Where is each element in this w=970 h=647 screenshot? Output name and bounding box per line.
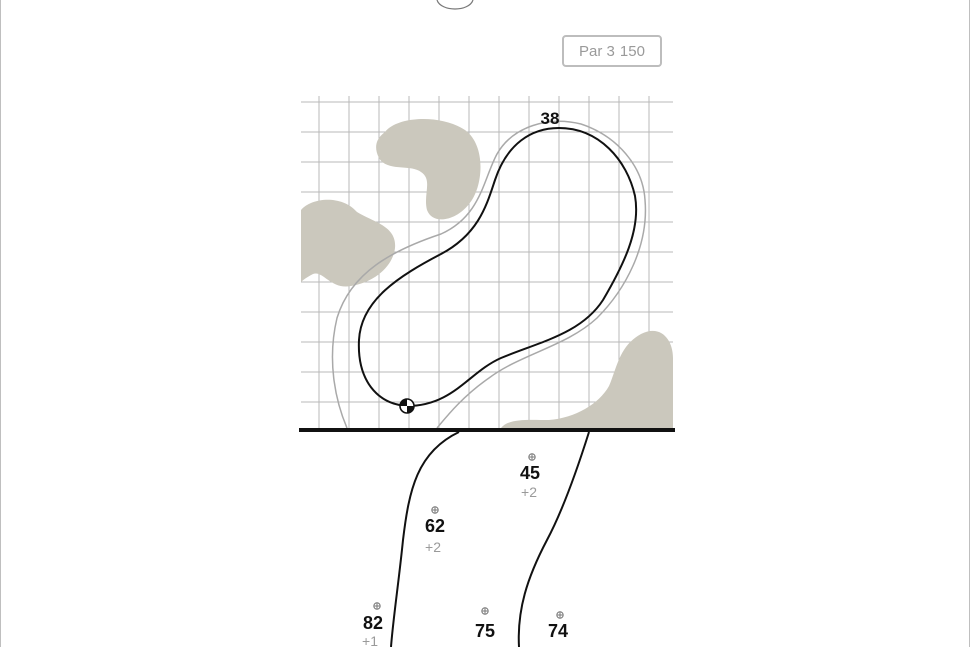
shot-marker[interactable]: 74 (548, 611, 568, 641)
shot-delta: +1 (362, 633, 378, 647)
shot-distance: 82 (363, 613, 383, 633)
shot-marker[interactable]: 62 +2 (425, 506, 445, 555)
shot-distance: 75 (475, 621, 495, 641)
shot-delta: +2 (425, 539, 441, 555)
bunker-right (501, 330, 673, 428)
green-fringe (331, 120, 647, 428)
par-label: Par 3 (579, 42, 615, 60)
crosshair-marker-icon (431, 506, 439, 514)
crosshair-marker-icon (481, 607, 489, 615)
shot-marker[interactable]: 82 +1 (362, 602, 383, 647)
shot-distance: 45 (520, 463, 540, 483)
crosshair-marker-icon (373, 602, 381, 610)
bunker-left (301, 199, 396, 287)
fairway-edge-right (517, 431, 590, 647)
shot-distance: 62 (425, 516, 445, 536)
shot-distance: 74 (548, 621, 568, 641)
shot-marker[interactable]: 45 +2 (520, 453, 540, 500)
shot-marker[interactable]: 75 (475, 607, 495, 641)
fairway-edge-left (390, 431, 460, 647)
bunker-upper-left (376, 118, 481, 220)
yardage-label: 150 (619, 42, 645, 60)
crosshair-marker-icon (556, 611, 564, 619)
hole-pin-icon[interactable] (399, 398, 415, 414)
shot-delta: +2 (521, 484, 537, 500)
green-outline (357, 126, 638, 408)
hole-info-button[interactable]: Par 3 150 (562, 35, 662, 67)
green-distance-label: 38 (541, 109, 560, 128)
crosshair-marker-icon (528, 453, 536, 461)
tee-outline (436, 0, 474, 10)
